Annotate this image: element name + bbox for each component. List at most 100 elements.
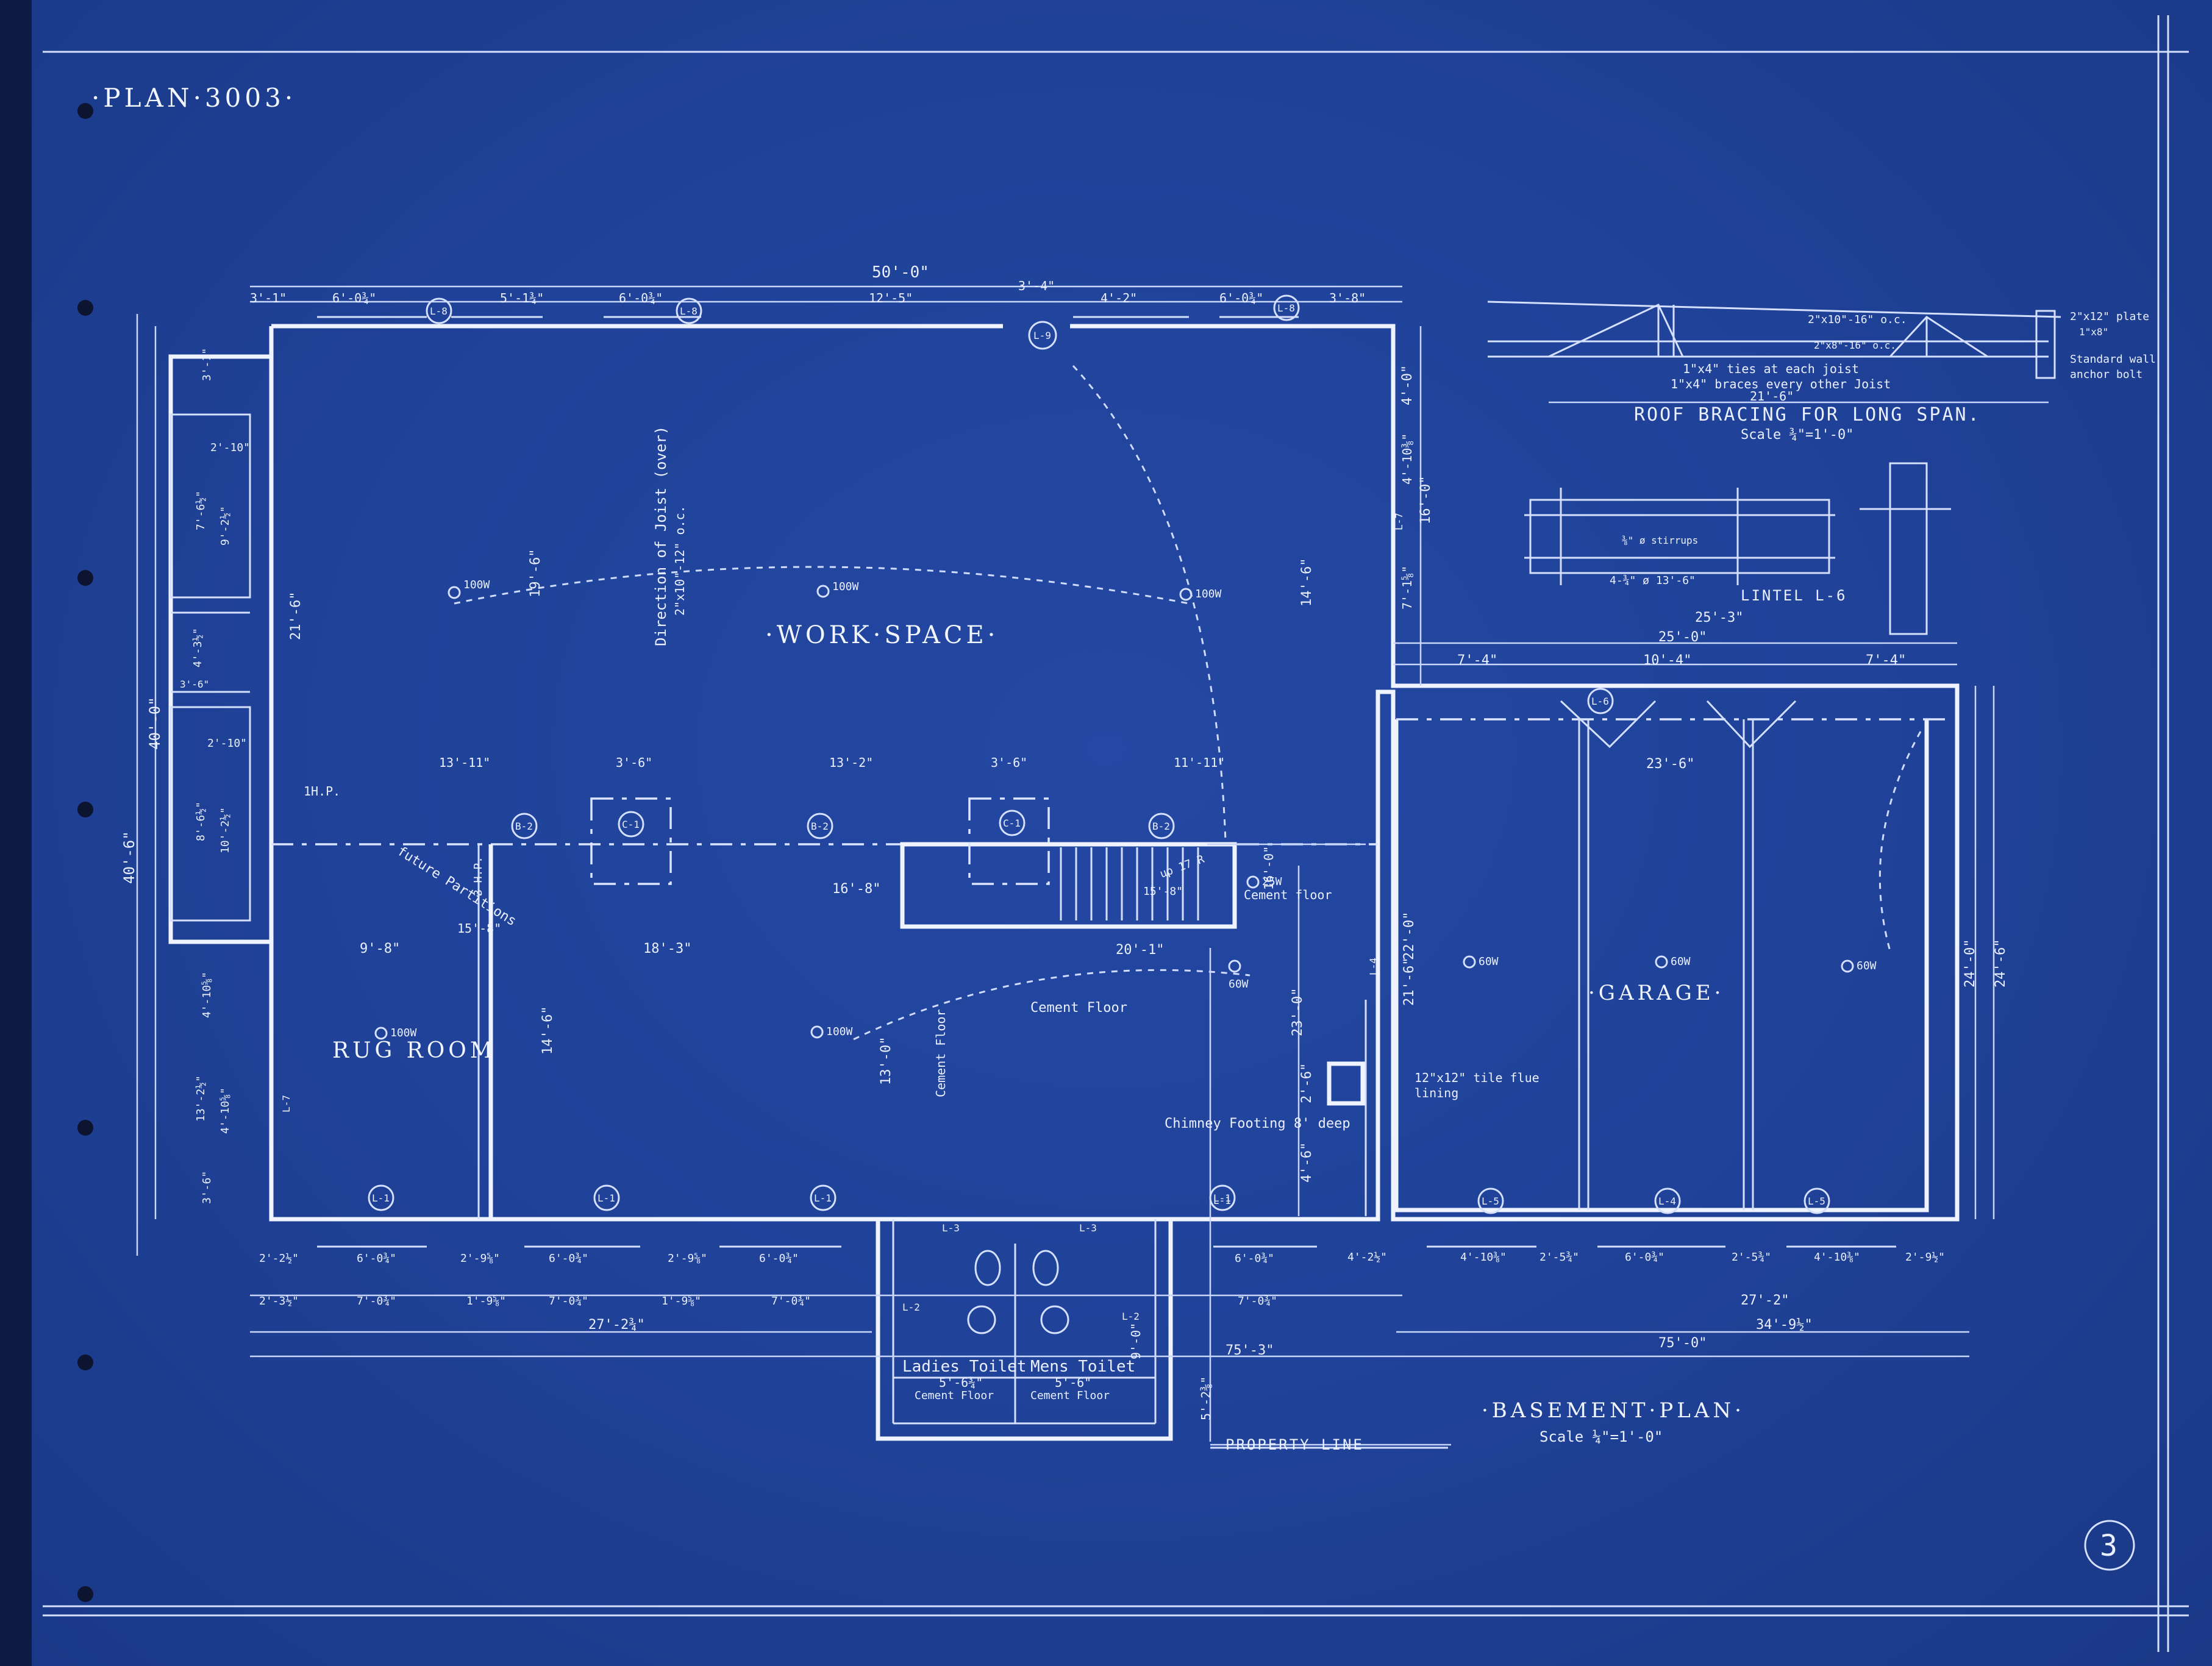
light-60w-a: 60W [1229,978,1249,991]
light-60w-d: 60W [1857,959,1877,972]
tag-l1-c: L-1 [814,1192,832,1204]
dim-b1-13: 4'-10⅜" [1814,1251,1860,1264]
light-100w-b: 100W [832,580,859,593]
joist-direction-note: Direction of Joist (over) [652,426,669,646]
dim-b2-2: 7'-0¾" [357,1295,396,1308]
dim-c-3: 9'-8" [360,941,400,956]
dim-top-3: 5'-1¾" [500,291,544,305]
chimney [1327,1061,1365,1106]
light-25w: 25W [1262,875,1282,888]
drawing-scale: Scale ¼"=1'-0" [1539,1428,1663,1445]
room-label-rug-room: RUG ROOM [332,1038,496,1063]
room-label-mens-toilet: Mens Toilet [1030,1358,1135,1376]
tag-c1-a: C-1 [622,819,640,830]
dim-ws-6: 13'-2" [829,755,873,770]
roof-bracing-joist-top: 2"x10"-16" o.c. [1808,313,1907,326]
dim-g-6: 23'-6" [1646,756,1694,772]
roof-bracing-plate: 2"x12" plate [2070,310,2149,323]
dim-c-10: 23'-0" [1290,988,1305,1036]
dim-b1-11: 6'-0¾" [1625,1251,1664,1264]
dim-ws-5: 3'-6" [616,755,652,770]
dim-left-9: 10'-2½" [219,807,232,853]
dim-b1-7: 6'-0¾" [1235,1252,1274,1265]
dim-b2-6: 7'-0¾" [771,1295,811,1308]
dim-left-6: 3'-6" [180,678,209,690]
tag-l6: L-6 [1591,696,1609,707]
tag-l1-a: L-1 [372,1192,390,1204]
dim-r-1: 4'-0" [1400,365,1415,405]
joist-size-note: 2"x10"-12" o.c. [673,505,687,616]
dim-g-7: 24'-0" [1963,939,1978,988]
dim-left-7: 2'-10" [207,737,247,750]
dim-b1-9: 4'-10⅜" [1460,1251,1507,1264]
light-100w-e: 100W [826,1025,853,1038]
tag-c1-b: C-1 [1003,817,1021,829]
tag-l1-b: L-1 [598,1192,615,1204]
roof-bracing-plate2: 1"x8" [2079,326,2108,338]
room-label-work-space: ·WORK·SPACE· [765,621,999,649]
dim-t-2: 5'-6" [1055,1375,1091,1390]
light-100w-d: 100W [390,1027,417,1039]
dim-c-9: 16'-0" [1261,846,1276,890]
dim-c-8: 15'-8" [1143,885,1183,898]
dim-left-inner: 40'-0" [146,697,163,750]
door-swings [454,365,1922,1041]
dim-r-4: 7'-1⅝" [1400,566,1415,610]
chimney-footing-note: Chimney Footing 8' deep [1165,1116,1350,1131]
sheet-number: 3 [2100,1529,2117,1563]
tag-b2-b: B-2 [811,821,829,832]
dim-top-4: 6'-0¾" [619,291,663,305]
tag-l7-b: L-7 [1393,513,1405,530]
dim-overall-top: 50'-0" [872,263,929,282]
dim-top-1: 3'-1" [250,291,287,305]
dim-c-5: 20'-1" [1116,942,1164,958]
dim-top-2: 6'-0¾" [332,291,376,305]
dim-t-4: 5'-2⅜" [1199,1376,1213,1420]
roof-bracing-anchor-1: Standard wall [2070,353,2156,366]
dim-b1-4: 6'-0¾" [549,1252,588,1265]
dim-bo-4: 27'-2" [1741,1293,1789,1308]
building-walls [168,316,1960,1441]
dim-b2-7: 7'-0¾" [1238,1295,1277,1308]
plan-number: ·PLAN·3003· [91,83,296,113]
dim-left-13: 3'-6" [201,1171,213,1204]
dim-left-8: 8'-6½" [194,802,207,841]
lintel-detail [1524,462,1951,635]
roof-bracing-anchor-2: anchor bolt [2070,368,2142,381]
dim-bo-3: 75'-0" [1658,1336,1707,1351]
column-footing-c1-b [968,797,1050,885]
roof-bracing-braces: 1"x4" braces every other Joist [1671,377,1891,391]
drawing-title: ·BASEMENT·PLAN· [1482,1398,1745,1423]
dim-b1-3: 2'-9⅝" [460,1252,500,1265]
lintel-detail-bars: 4-¾" ø 13'-6" [1610,574,1696,587]
dim-left-2: 2'-10" [210,441,250,454]
dim-left-5: 4'-3½" [191,628,204,667]
dim-left-overall: 40'-6" [121,831,138,884]
tag-l3-a: L-3 [942,1222,960,1234]
cement-floor-note-a: Cement Floor [1030,1000,1127,1016]
tag-l8-b: L-8 [680,305,697,317]
cement-floor-note-b: Cement Floor [933,1009,948,1098]
dim-bo-1: 27'-2¾" [588,1317,645,1333]
tag-l9: L-9 [1033,330,1051,341]
dim-b1-10: 2'-5¾" [1539,1251,1579,1264]
dim-g-4: 10'-4" [1643,653,1691,668]
motor-3hp: 3 H.P. [472,856,485,896]
dim-b1-8: 4'-2½" [1347,1251,1387,1264]
lintel-tag-circles [368,294,1830,1214]
binder-holes [77,103,93,1602]
tag-l5-b: L-5 [1808,1195,1825,1207]
dim-left-12: 4'-10⅝" [219,1088,232,1134]
dim-ws-8: 11'-11" [1174,755,1225,770]
dim-g-3: 7'-4" [1457,653,1497,668]
tag-l5-a: L-5 [1482,1195,1499,1207]
dim-g-5: 7'-4" [1866,653,1906,668]
tag-l8-a: L-8 [430,305,448,317]
future-partitions-note: future Partitions [394,844,519,930]
motor-1hp: 1H.P. [304,784,340,799]
roof-bracing-detail [1487,301,2061,404]
tag-l8-c: L-8 [1277,302,1295,314]
dim-r-2: 4'-10⅜" [1400,433,1415,485]
